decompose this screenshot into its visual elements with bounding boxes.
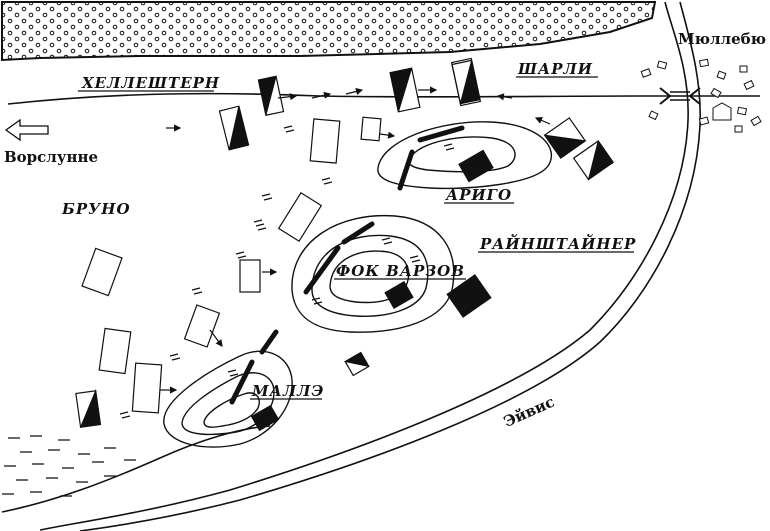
label-arigo: АРИГО <box>445 186 512 204</box>
stream <box>1 425 271 513</box>
hill-malle <box>163 350 293 448</box>
forest-area <box>1 1 657 62</box>
place-eivis: Эйвис <box>501 393 557 431</box>
label-bruno: БРУНО <box>61 200 131 218</box>
label-sharli: ШАРЛИ <box>517 60 593 78</box>
place-myullebyu: Мюллебю <box>678 30 766 48</box>
river-eivis <box>39 1 689 531</box>
white-units <box>81 57 482 414</box>
hill-arigo <box>377 121 553 190</box>
label-rainshtainer: РАЙНШТАЙНЕР <box>479 234 636 253</box>
marsh <box>2 435 136 497</box>
river-bank <box>79 1 702 531</box>
half-shaded-units <box>75 59 614 428</box>
village-houses <box>640 58 762 133</box>
label-hellestern: ХЕЛЛЕШТЕРН <box>81 74 220 92</box>
front-lines <box>229 125 465 405</box>
vorslunne-arrow-icon <box>4 118 49 142</box>
label-malle: МАЛЛЭ <box>251 382 324 400</box>
label-fok-varzov: ФОК ВАРЗОВ <box>336 262 465 280</box>
bridge <box>659 87 701 105</box>
road <box>7 92 760 105</box>
place-vorslunne: Ворслунне <box>4 148 98 166</box>
movement-arrows <box>160 86 551 394</box>
tick-marks <box>119 125 455 419</box>
solid-units <box>250 149 494 432</box>
